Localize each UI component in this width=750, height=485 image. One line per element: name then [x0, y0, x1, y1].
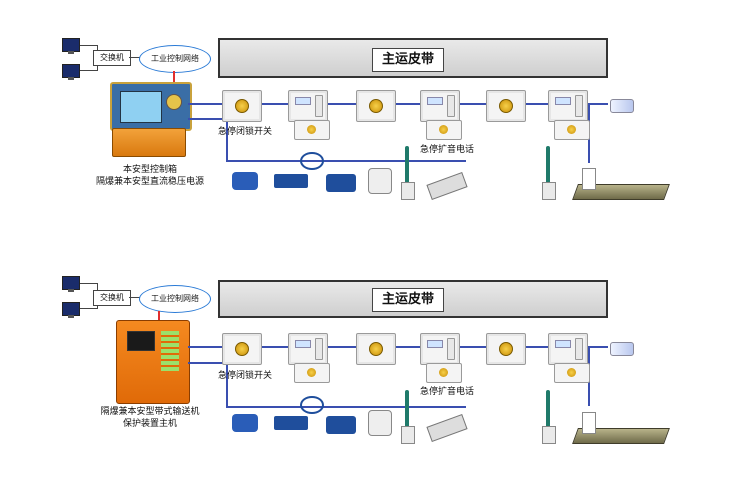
phone-device-icon — [420, 333, 460, 365]
sensor-cable — [188, 362, 228, 364]
estop-device-icon — [356, 333, 396, 365]
phone-device-icon — [548, 90, 588, 122]
sensor-icon — [300, 396, 324, 414]
pc-link — [80, 283, 98, 284]
phone-device-icon — [288, 90, 328, 122]
network-cloud-icon: 工业控制网络 — [139, 45, 211, 73]
estop-device-icon — [356, 90, 396, 122]
sensor-icon — [232, 414, 258, 432]
system-diagram-bottom: 交换机 工业控制网络 隔爆兼本安型带式输送机 保护装置主机 主运皮带 急停闭锁开… — [0, 250, 750, 480]
system-diagram-top: 交换机 工业控制网络 本安型控制箱 隔爆兼本安型直流稳压电源 主运皮带 急停闭锁… — [0, 0, 750, 230]
computer-icon — [62, 276, 80, 292]
phone-device-icon — [420, 90, 460, 122]
computer-icon — [62, 64, 80, 80]
network-link — [158, 311, 160, 321]
sensor-icon — [232, 172, 258, 190]
sensor-icon — [300, 152, 324, 170]
sensor-icon — [368, 410, 392, 436]
estop-device-icon — [222, 333, 262, 365]
control-box — [110, 82, 192, 131]
pc-link — [80, 308, 98, 309]
network-link — [173, 71, 175, 85]
estop-device-icon — [222, 90, 262, 122]
label-estop: 急停闭锁开关 — [218, 371, 273, 381]
protection-host-screen — [127, 331, 155, 351]
controller-caption-2: 保护装置主机 — [122, 419, 177, 429]
bus-cable — [188, 103, 608, 105]
switch-link — [129, 297, 141, 298]
computer-icon — [62, 302, 80, 318]
network-cloud-icon: 工业控制网络 — [139, 285, 211, 313]
antenna-icon — [405, 146, 409, 184]
conveyor-title: 主运皮带 — [372, 48, 444, 72]
estop-device-icon — [554, 120, 590, 140]
label-phone: 急停扩音电话 — [420, 145, 475, 155]
computer-icon — [62, 38, 80, 54]
phone-device-icon — [548, 333, 588, 365]
label-phone: 急停扩音电话 — [420, 387, 475, 397]
estop-device-icon — [486, 90, 526, 122]
switch-box: 交换机 — [93, 290, 131, 306]
switch-box: 交换机 — [93, 50, 131, 66]
sensor-cable — [226, 406, 466, 408]
sensor-cable — [226, 118, 228, 162]
controller-caption-1: 本安型控制箱 — [122, 165, 177, 175]
switch-link — [129, 57, 141, 58]
antenna-icon — [546, 146, 550, 184]
estop-device-icon — [294, 363, 330, 383]
antenna-icon — [401, 426, 415, 444]
sensor-icon — [326, 416, 356, 434]
estop-device-icon — [294, 120, 330, 140]
antenna-icon — [542, 182, 556, 200]
phone-device-icon — [288, 333, 328, 365]
light-icon — [610, 342, 634, 356]
sensor-cable — [226, 160, 466, 162]
bus-cable — [188, 346, 608, 348]
antenna-icon — [401, 182, 415, 200]
pc-link — [80, 70, 98, 71]
estop-device-icon — [426, 120, 462, 140]
tray-icon — [582, 168, 596, 190]
conveyor-title: 主运皮带 — [372, 288, 444, 312]
control-box-gauge — [166, 94, 182, 110]
estop-device-icon — [554, 363, 590, 383]
light-icon — [610, 99, 634, 113]
label-estop: 急停闭锁开关 — [218, 127, 273, 137]
controller-caption-2: 隔爆兼本安型直流稳压电源 — [95, 177, 204, 187]
power-supply-box — [112, 128, 186, 157]
protection-host-keypad — [161, 331, 179, 371]
estop-device-icon — [426, 363, 462, 383]
estop-device-icon — [486, 333, 526, 365]
controller-caption-1: 隔爆兼本安型带式输送机 — [100, 407, 200, 417]
sensor-cable — [188, 118, 228, 120]
sensor-icon — [426, 171, 468, 201]
sensor-icon — [368, 168, 392, 194]
protection-host — [116, 320, 190, 404]
sensor-icon — [274, 174, 308, 188]
sensor-icon — [326, 174, 356, 192]
sensor-cable — [226, 362, 228, 408]
antenna-icon — [542, 426, 556, 444]
pc-link — [80, 45, 98, 46]
sensor-icon — [274, 416, 308, 430]
sensor-icon — [426, 413, 468, 443]
antenna-icon — [405, 390, 409, 428]
control-box-screen — [120, 91, 162, 123]
tray-icon — [582, 412, 596, 434]
antenna-icon — [546, 390, 550, 428]
